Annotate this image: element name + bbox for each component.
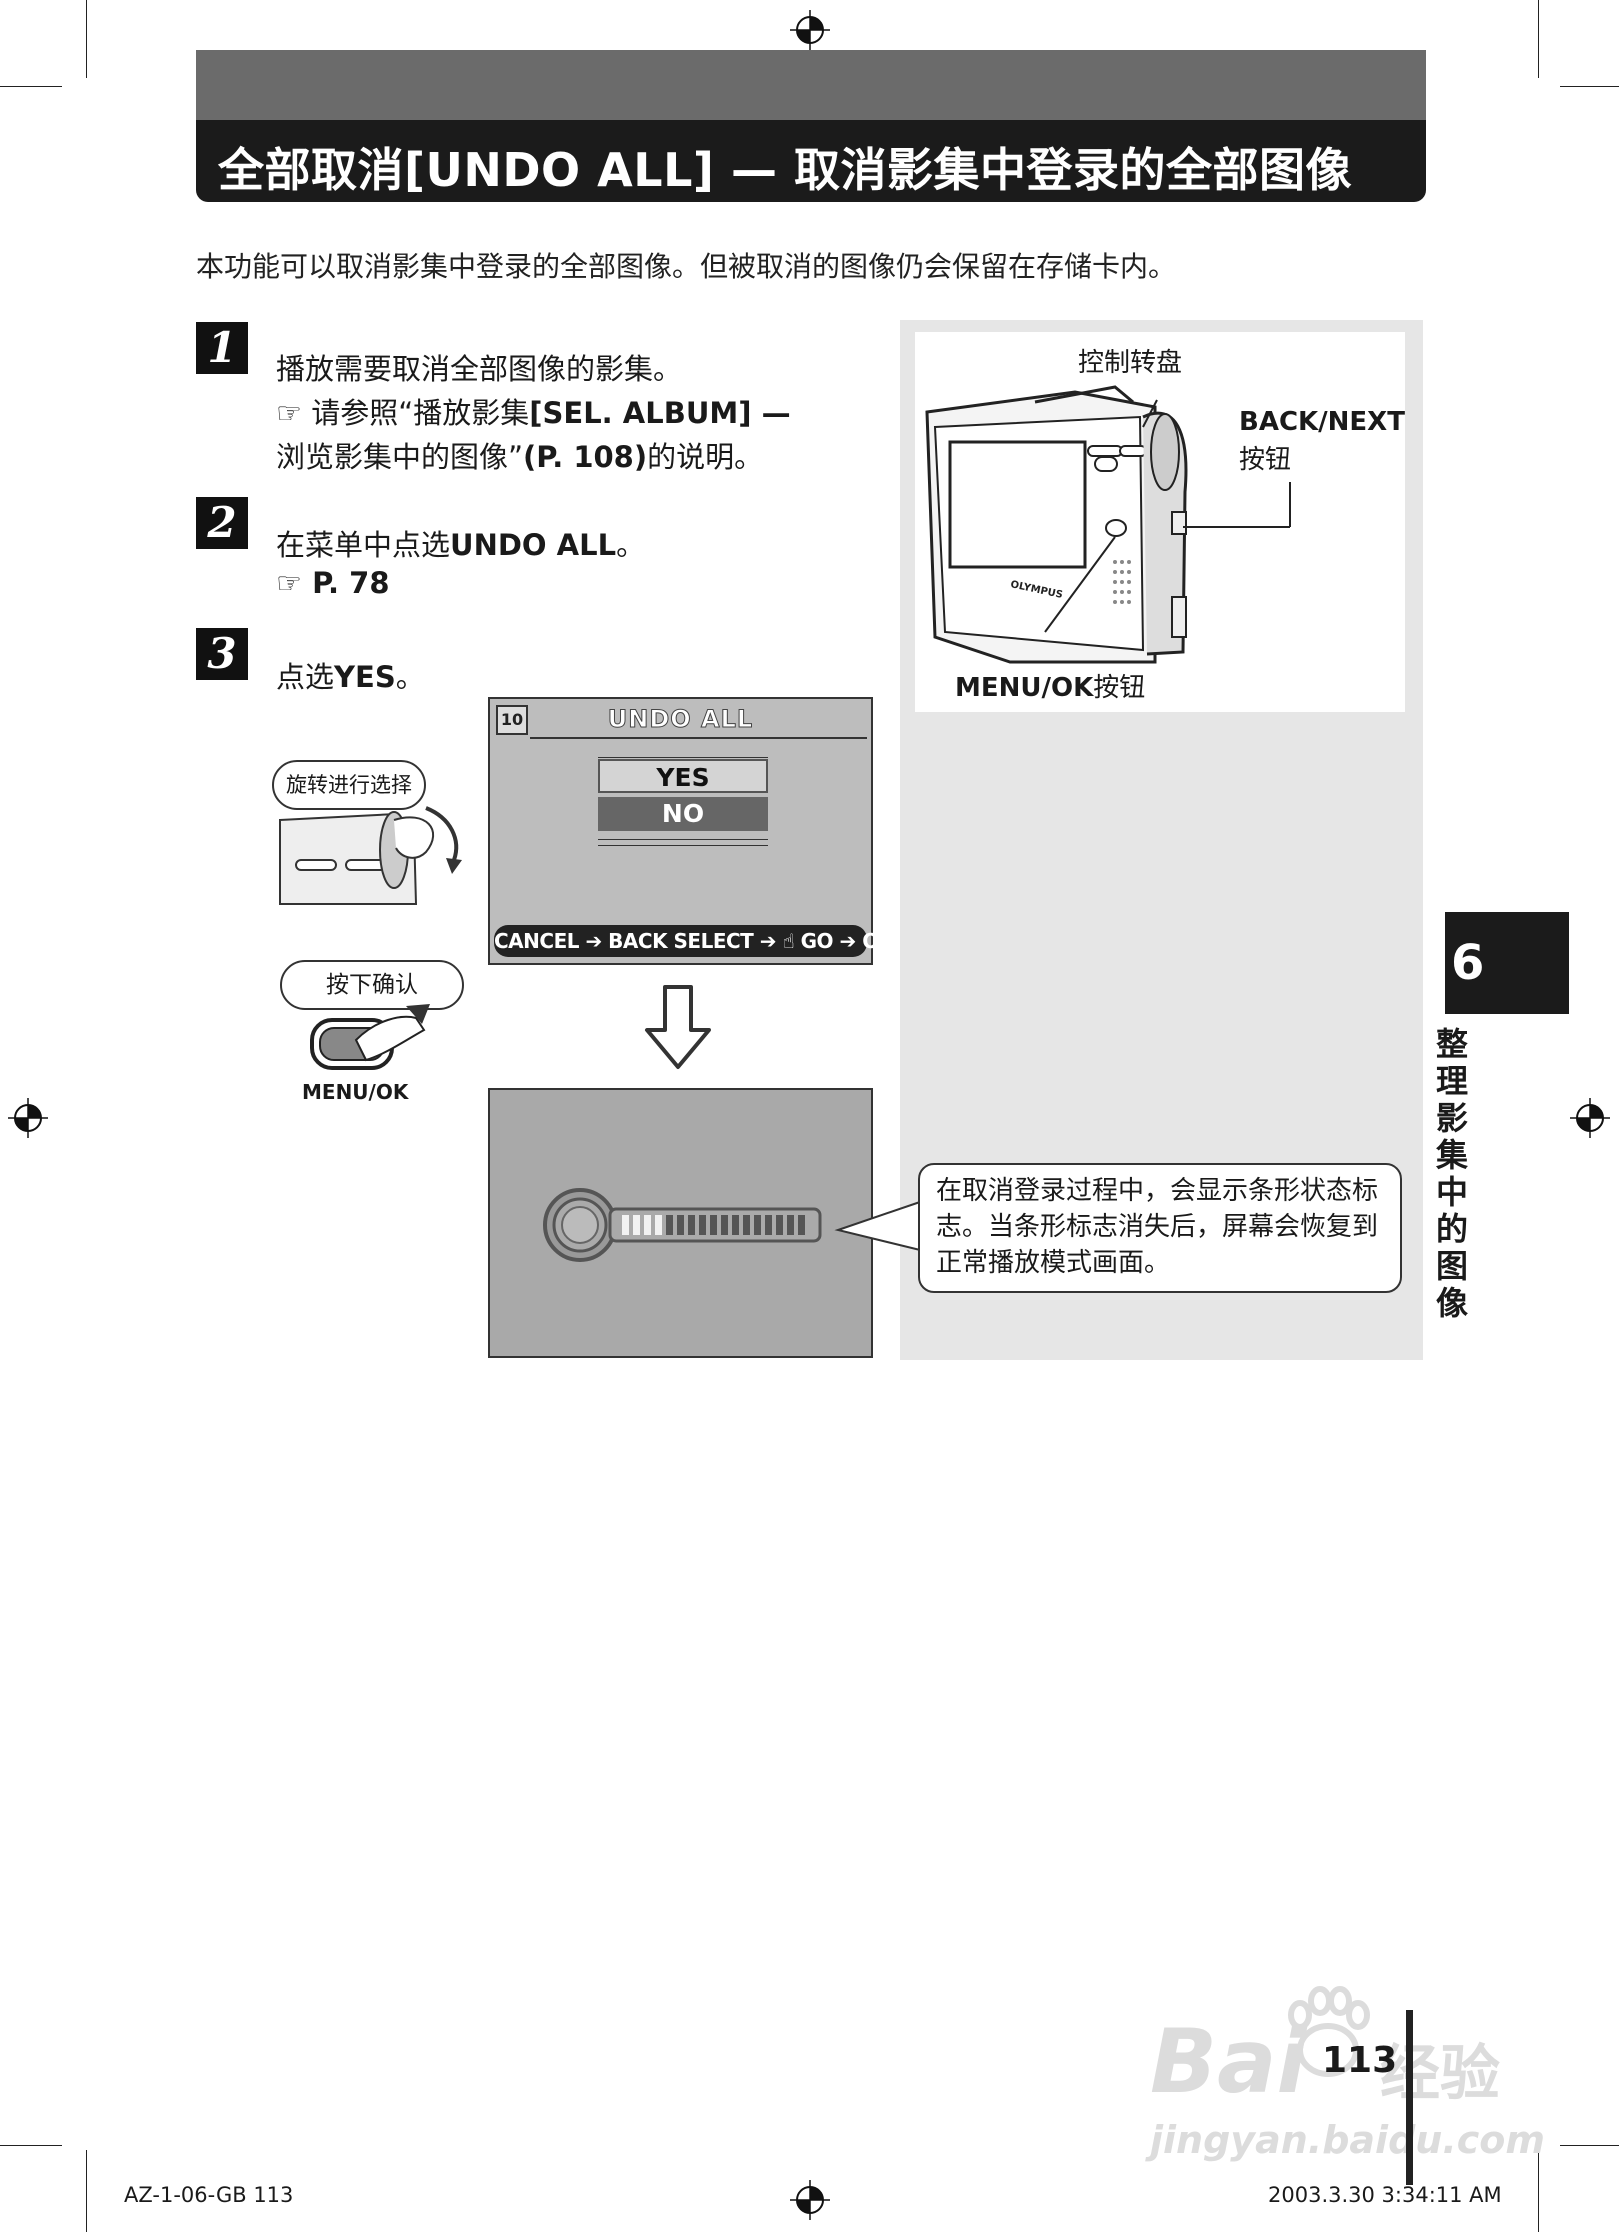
registration-mark-icon bbox=[790, 2180, 830, 2220]
lcd-divider bbox=[598, 839, 768, 840]
menu-ok-button-label: MENU/OK bbox=[302, 1080, 409, 1104]
crop-mark bbox=[1538, 0, 1539, 78]
progress-screen bbox=[488, 1088, 873, 1358]
progress-segment bbox=[732, 1215, 739, 1235]
step-number-1: 1 bbox=[196, 322, 248, 374]
page-title: 全部取消[UNDO ALL] — 取消影集中登录的全部图像 bbox=[218, 143, 1352, 197]
footer-left: AZ-1-06-GB 113 bbox=[124, 2183, 294, 2207]
step-3-line-1: 点选YES。 bbox=[276, 660, 425, 694]
progress-segment bbox=[655, 1215, 662, 1235]
callout-note: 在取消登录过程中，会显示条形状态标志。当条形标志消失后，屏幕会恢复到正常播放模式… bbox=[918, 1163, 1402, 1293]
registration-mark-icon bbox=[8, 1098, 48, 1138]
lcd-divider bbox=[530, 737, 867, 739]
progress-segment bbox=[644, 1215, 651, 1235]
lcd-divider bbox=[598, 757, 768, 758]
page-reference-link[interactable]: (P. 108) bbox=[523, 440, 648, 474]
yes-option[interactable]: YES bbox=[598, 759, 768, 793]
step-2-reference[interactable]: ☞ P. 78 bbox=[276, 566, 390, 600]
progress-segment bbox=[743, 1215, 750, 1235]
crop-mark bbox=[86, 2150, 87, 2232]
arrow-down-icon bbox=[645, 985, 711, 1069]
back-next-label: BACK/NEXT bbox=[1239, 407, 1405, 437]
chapter-tab[interactable]: 6 bbox=[1445, 912, 1569, 1014]
progress-segment bbox=[699, 1215, 706, 1235]
progress-segment bbox=[765, 1215, 772, 1235]
crop-mark bbox=[86, 0, 87, 78]
reference-icon: ☞ bbox=[276, 396, 302, 430]
camera-diagram: OLYMPUS 控制转盘 BACK/NEXT 按钮 MENU/OK按钮 bbox=[915, 332, 1405, 712]
title-bar: 全部取消[UNDO ALL] — 取消影集中登录的全部图像 bbox=[196, 120, 1426, 202]
progress-segment bbox=[787, 1215, 794, 1235]
rotate-bubble: 旋转进行选择 bbox=[272, 760, 426, 810]
page-number: 113 bbox=[1322, 2040, 1398, 2081]
back-next-suffix: 按钮 bbox=[1239, 445, 1292, 475]
progress-segment bbox=[688, 1215, 695, 1235]
lcd-footer-guide: CANCEL ➔ BACK SELECT ➔ ☝ GO ➔ OK bbox=[494, 925, 894, 957]
lcd-screen: 10 UNDO ALL YES NO CANCEL ➔ BACK SELECT … bbox=[488, 697, 894, 965]
crop-mark bbox=[1560, 2145, 1619, 2146]
menu-ok-label: MENU/OK按钮 bbox=[955, 673, 1146, 703]
crop-mark bbox=[0, 2145, 62, 2146]
callout-pointer-icon bbox=[834, 1200, 923, 1252]
crop-mark bbox=[1538, 2150, 1539, 2232]
progress-segment bbox=[666, 1215, 673, 1235]
press-button-illustration-icon bbox=[310, 1004, 430, 1070]
progress-segment bbox=[721, 1215, 728, 1235]
step-1-line-3[interactable]: 浏览影集中的图像”(P. 108)的说明。 bbox=[276, 440, 764, 474]
progress-segment bbox=[798, 1215, 805, 1235]
step-1-line-2: ☞ 请参照“播放影集[SEL. ALBUM] — bbox=[276, 396, 791, 430]
page-rule bbox=[1406, 2010, 1413, 2185]
registration-mark-icon bbox=[790, 10, 830, 50]
progress-segment bbox=[776, 1215, 783, 1235]
watermark-url: jingyan.baidu.com bbox=[1150, 2118, 1545, 2162]
lcd-divider bbox=[598, 845, 768, 846]
lcd-title: UNDO ALL bbox=[607, 705, 754, 734]
step-2-line-1: 在菜单中点选UNDO ALL。 bbox=[276, 528, 646, 562]
reference-icon: ☞ bbox=[276, 566, 302, 600]
footer-right: 2003.3.30 3:34:11 AM bbox=[1268, 2183, 1502, 2207]
intro-text: 本功能可以取消影集中登录的全部图像。但被取消的图像仍会保留在存储卡内。 bbox=[196, 250, 1177, 283]
crop-mark bbox=[1560, 86, 1619, 87]
crop-mark bbox=[0, 86, 62, 87]
chapter-title: 整理影集中的图像 bbox=[1435, 1025, 1468, 1322]
progress-segment bbox=[710, 1215, 717, 1235]
step-1-line-1: 播放需要取消全部图像的影集。 bbox=[276, 352, 683, 386]
progress-segment bbox=[677, 1215, 684, 1235]
no-option[interactable]: NO bbox=[598, 797, 768, 831]
progress-segment bbox=[633, 1215, 640, 1235]
progress-segment bbox=[622, 1215, 629, 1235]
press-bubble: 按下确认 bbox=[280, 960, 464, 1010]
watermark-brand-suffix: 经验 bbox=[1380, 2039, 1500, 2109]
title-bar-accent bbox=[196, 50, 1426, 120]
page-reference-link[interactable]: P. 78 bbox=[302, 566, 390, 600]
camera-illustration-icon: OLYMPUS bbox=[925, 385, 1291, 664]
step-number-3: 3 bbox=[196, 628, 248, 680]
watermark-brand: Bai bbox=[1150, 2010, 1307, 2113]
paw-logo-icon bbox=[1288, 1986, 1370, 2077]
progress-segment bbox=[754, 1215, 761, 1235]
registration-mark-icon bbox=[1570, 1098, 1610, 1138]
step-number-2: 2 bbox=[196, 497, 248, 549]
control-dial-label: 控制转盘 bbox=[1078, 348, 1183, 378]
progress-bar-icon bbox=[543, 1188, 822, 1262]
dial-rotate-illustration-icon bbox=[279, 806, 462, 905]
album-icon: 10 bbox=[496, 705, 528, 735]
